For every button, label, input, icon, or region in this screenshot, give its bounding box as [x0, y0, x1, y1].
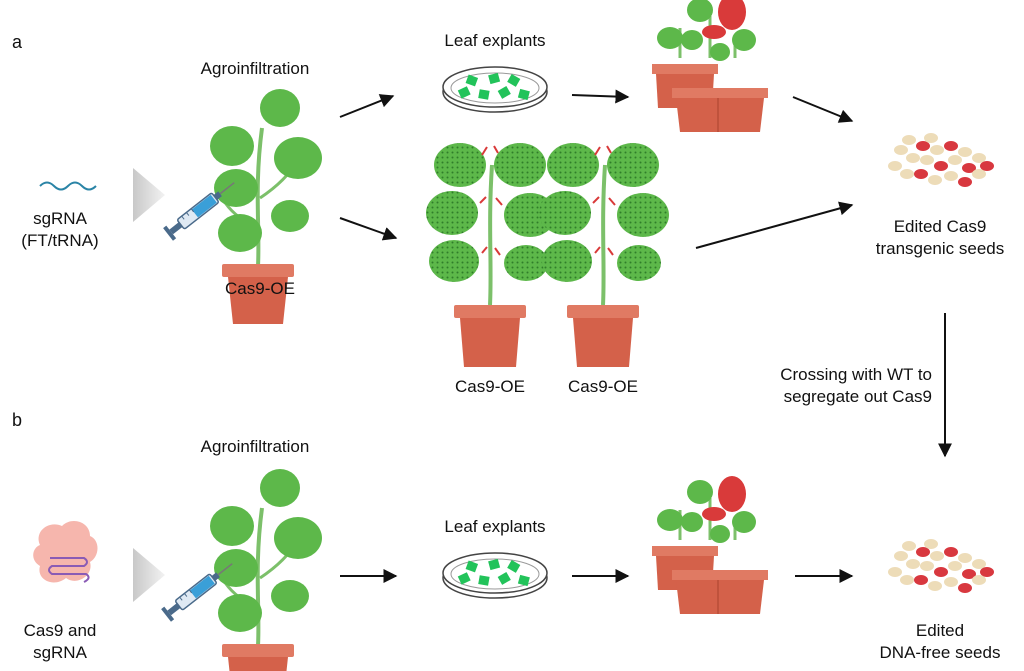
petri-dish-a	[442, 66, 548, 113]
wt-plant-b	[208, 467, 324, 671]
arrow-a2	[571, 89, 630, 104]
leaf-explants-label-b: Leaf explants	[444, 517, 546, 536]
cas9-sgrna-line2: sgRNA	[33, 643, 87, 662]
agroinfiltration-label-b: Agroinfiltration	[200, 437, 310, 456]
arrow-a1	[339, 94, 395, 118]
seeds-b-line1: Edited	[915, 621, 965, 640]
cas9-oe-label: Cas9-OE	[225, 279, 295, 298]
cas9-sgrna-label: Cas9 and sgRNA	[10, 620, 110, 664]
sgrna-label-line1: sgRNA	[33, 209, 87, 228]
sgrna-wave-icon	[39, 181, 97, 191]
edited-cas9-seeds-label: Edited Cas9 transgenic seeds	[850, 216, 1024, 260]
panel-label-a: a	[12, 32, 23, 52]
dna-free-seeds-label: Edited DNA-free seeds	[850, 620, 1024, 664]
crossing-label: Crossing with WT to segregate out Cas9	[742, 364, 932, 408]
arrow-a5	[695, 201, 854, 249]
petri-dish-b	[442, 552, 548, 599]
delivery-triangle	[133, 168, 165, 222]
cas9-oe-label-right: Cas9-OE	[568, 377, 638, 396]
edited-seeds-a	[888, 133, 994, 187]
regenerated-plants-a	[650, 0, 770, 134]
leaf-explants-label-a: Leaf explants	[444, 31, 546, 50]
cas9-oe-plant-right	[537, 141, 671, 369]
crossing-line1: Crossing with WT to	[780, 365, 932, 384]
arrow-a3	[792, 96, 854, 123]
panel-label-b: b	[12, 410, 23, 430]
seeds-a-line2: transgenic seeds	[875, 239, 1005, 258]
crossing-line2: segregate out Cas9	[783, 387, 932, 406]
arrow-a4	[339, 217, 398, 241]
cas9-oe-label-left: Cas9-OE	[455, 377, 525, 396]
cas9-rnp-icon	[33, 521, 98, 583]
sgrna-label-line2: (FT/tRNA)	[21, 231, 99, 250]
edited-seeds-b	[888, 539, 994, 593]
cas9-sgrna-line1: Cas9 and	[23, 621, 97, 640]
agroinfiltration-label-a: Agroinfiltration	[200, 59, 310, 78]
cas9-oe-plant-left	[424, 141, 558, 369]
sgrna-label: sgRNA (FT/tRNA)	[10, 208, 110, 252]
delivery-triangle-b	[133, 548, 165, 602]
regenerated-plants-b	[650, 474, 770, 616]
seeds-b-line2: DNA-free seeds	[879, 643, 1001, 662]
seeds-a-line1: Edited Cas9	[893, 217, 987, 236]
